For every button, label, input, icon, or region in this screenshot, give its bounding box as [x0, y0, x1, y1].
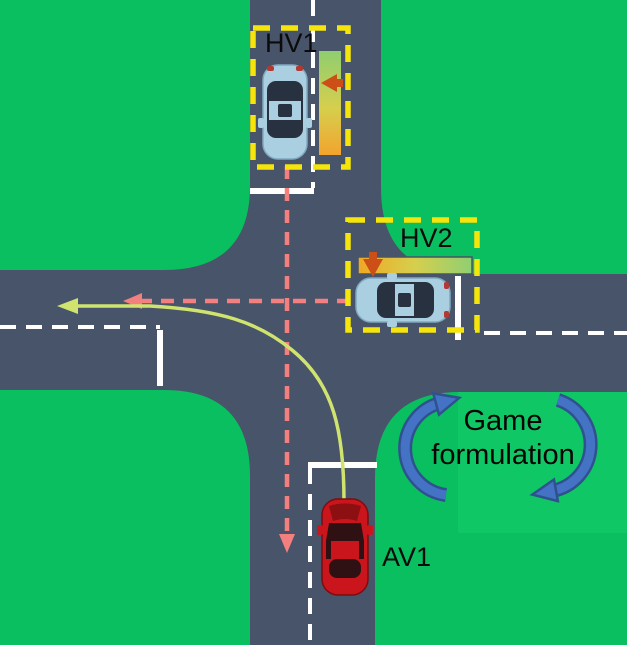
av1-label: AV1: [382, 542, 432, 572]
cycle-arrow-right: [529, 395, 596, 503]
game-formulation-annotation: Game formulation: [403, 404, 603, 472]
grass-bottom-left: [0, 390, 250, 645]
vehicle-av1: [317, 498, 373, 596]
hv1-label: HV1: [265, 28, 318, 58]
hv1-bar-pointer-icon: [321, 74, 343, 92]
grass-top-right: [381, 0, 627, 274]
hv2-bar-pointer-icon: [363, 252, 383, 277]
game-formulation-panel: [458, 392, 627, 533]
av1-planned-path: [57, 298, 346, 503]
hv2-label: HV2: [400, 223, 453, 253]
game-formulation-line1: Game: [463, 405, 543, 437]
grass-top-left: [0, 0, 250, 270]
vehicle-hv1: [257, 64, 313, 160]
hv1-intent-path: [279, 166, 295, 553]
game-formulation-line2: formulation: [431, 439, 575, 471]
hv1-intent-bar-icon: [319, 51, 343, 155]
circular-cycle-arrows-icon: [398, 391, 598, 503]
hv1-path-arrowhead-icon: [279, 534, 295, 553]
hv1-highlight-box: [250, 25, 351, 170]
hv2-gradient-bar: [357, 256, 473, 275]
av1-path-arrowhead-icon: [57, 298, 78, 314]
vehicle-hv2: [355, 272, 451, 328]
hv1-gradient-bar: [319, 51, 341, 155]
av1-turn-path-line: [78, 304, 346, 503]
hv2-intent-bar-icon: [357, 252, 473, 277]
cycle-arrow-left: [400, 391, 463, 500]
hv2-highlight-box: [345, 217, 480, 333]
